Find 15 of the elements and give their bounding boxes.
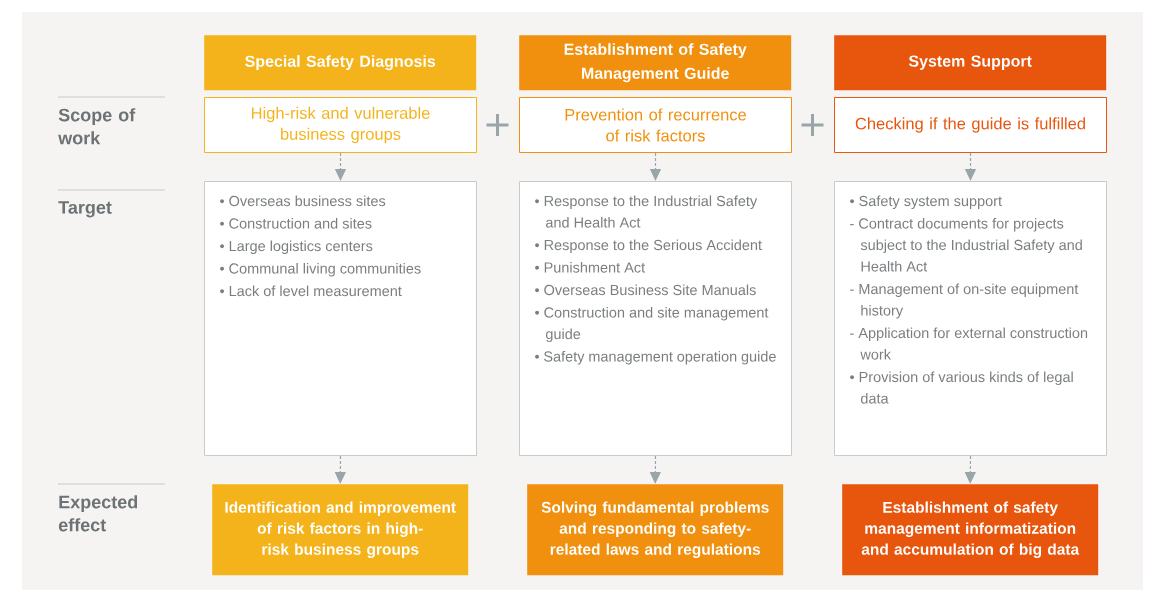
row-label: Scope of work bbox=[58, 108, 136, 145]
scope-box: High-risk and vulnerable business groups bbox=[204, 97, 477, 153]
header-box: System Support bbox=[834, 35, 1107, 91]
effect-box: Establishment of safety management informatization and accumulation of big data bbox=[842, 484, 1099, 576]
row-label: Expected effect bbox=[58, 495, 138, 532]
target-box: • Response to the Industrial Safety and Health Act • Response to the Serious Accident • Punishment Act • Overseas Business Site Manuals • Construction and site management guide • Safety management operation guide bbox=[519, 181, 792, 456]
header-box: Special Safety Diagnosis bbox=[204, 35, 477, 91]
effect-box: Identification and improvement of risk factors in high-risk business groups bbox=[212, 484, 469, 576]
target-box: • Overseas business sites • Construction and sites • Large logistics centers • Communal living communities • Lack of level measurement bbox=[204, 181, 477, 456]
effect-box: Solving fundamental problems and responding to safety-related laws and regulations bbox=[527, 484, 784, 576]
row-label: Target bbox=[58, 201, 112, 218]
scope-box: Checking if the guide is fulfilled bbox=[834, 97, 1107, 153]
target-box: • Safety system support - Contract documents for projects subject to the Industrial Safety and Health Act - Management of on-site equipment history - Application for external construction work • Provision of various kinds of legal data bbox=[834, 181, 1107, 456]
header-box: Establishment of Safety Management Guide bbox=[519, 35, 792, 91]
scope-box: Prevention of recurrence of risk factors bbox=[519, 97, 792, 153]
